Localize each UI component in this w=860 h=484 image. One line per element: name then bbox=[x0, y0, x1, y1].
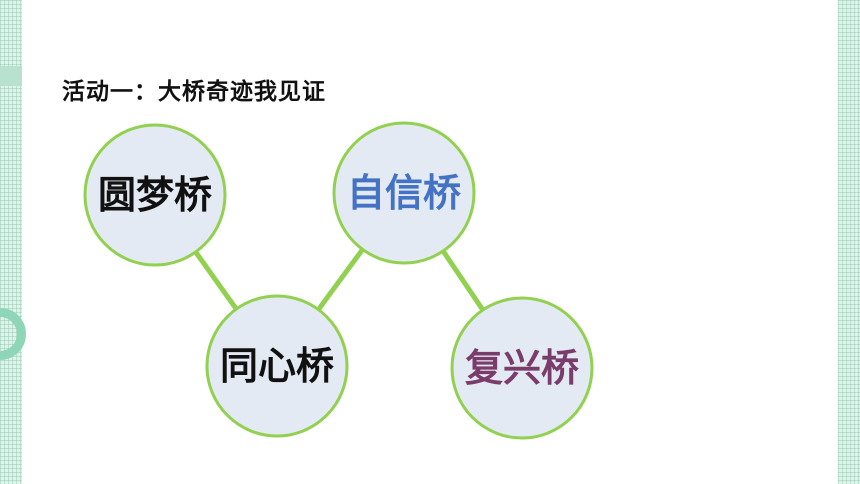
bridge-node-circle bbox=[83, 123, 227, 267]
left-accent-ring bbox=[0, 308, 26, 360]
connector-yuanmeng-tongxin bbox=[193, 250, 239, 311]
bridge-node-label: 同心桥 bbox=[220, 344, 334, 388]
bridge-node-fuxing: 复兴桥 bbox=[450, 296, 594, 440]
bridge-node-circle bbox=[450, 296, 594, 440]
connectors bbox=[193, 247, 485, 312]
left-decorative-strip bbox=[0, 0, 22, 484]
bridge-node-yuanmeng: 圆梦桥 bbox=[83, 123, 227, 267]
bridge-node-label: 圆梦桥 bbox=[98, 173, 212, 217]
bridge-node-circle bbox=[205, 294, 349, 438]
bridge-node-tongxin: 同心桥 bbox=[205, 294, 349, 438]
bridge-node-label: 自信桥 bbox=[347, 171, 461, 215]
right-decorative-strip bbox=[838, 0, 860, 484]
page-title: 活动一：大桥奇迹我见证 bbox=[62, 79, 326, 105]
connector-zixin-fuxing bbox=[441, 249, 485, 312]
connector-tongxin-zixin bbox=[316, 247, 365, 312]
bridge-node-label: 复兴桥 bbox=[465, 346, 579, 390]
bridge-node-zixin: 自信桥 bbox=[332, 121, 476, 265]
bridge-node-circle bbox=[332, 121, 476, 265]
left-accent-bar bbox=[0, 66, 22, 86]
